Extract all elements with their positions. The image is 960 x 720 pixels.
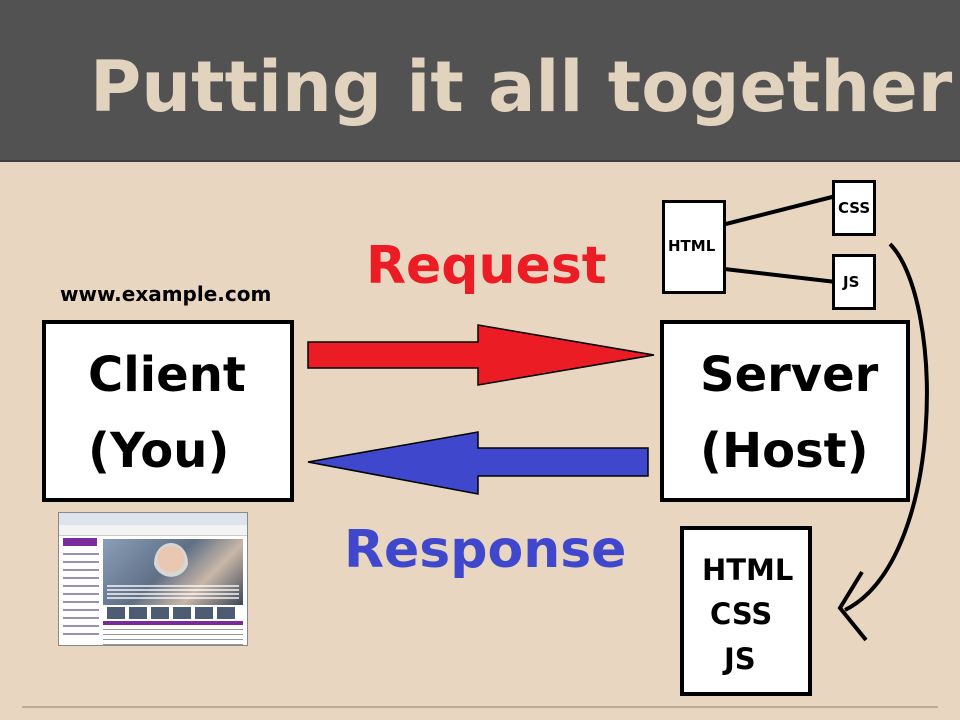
- site-logo: [63, 538, 97, 546]
- css-file-box: [832, 180, 876, 236]
- site-news-lines: [103, 627, 243, 645]
- bundle-css-label: CSS: [710, 597, 773, 631]
- response-bundle-box: [680, 526, 812, 696]
- site-thumbnail-strip: [107, 607, 239, 619]
- browser-toolbar: [59, 525, 247, 536]
- site-hero-caption: [107, 585, 239, 599]
- client-label-line1: Client: [88, 347, 246, 403]
- js-file-box: [832, 254, 876, 310]
- css-file-label: CSS: [838, 199, 871, 217]
- slide-title: Putting it all together: [90, 46, 953, 128]
- server-box: [660, 320, 910, 502]
- site-sidebar: [63, 550, 99, 636]
- html-file-label: HTML: [668, 237, 716, 255]
- request-arrow: [307, 324, 655, 386]
- browser-screenshot-image: [58, 512, 248, 646]
- bundle-html-label: HTML: [702, 553, 794, 587]
- site-hero-person: [154, 543, 188, 583]
- js-file-label: JS: [843, 273, 860, 291]
- request-label: Request: [366, 236, 607, 296]
- html-js-link: [715, 266, 837, 284]
- bundle-flow-arrowhead: [837, 570, 868, 642]
- server-label-line2: (Host): [700, 423, 869, 479]
- bundle-flow-arrow: [844, 242, 929, 612]
- client-box: [42, 320, 294, 502]
- site-news-header: [103, 621, 243, 625]
- footer-divider: [22, 706, 938, 708]
- html-file-box: [662, 200, 726, 294]
- server-label-line1: Server: [700, 347, 879, 403]
- client-label-line2: (You): [88, 423, 230, 479]
- response-arrow: [307, 431, 649, 495]
- bundle-js-label: JS: [724, 642, 756, 676]
- slide-header: [0, 0, 960, 160]
- html-css-link: [709, 194, 837, 230]
- client-domain: www.example.com: [60, 282, 272, 306]
- response-label: Response: [344, 520, 627, 580]
